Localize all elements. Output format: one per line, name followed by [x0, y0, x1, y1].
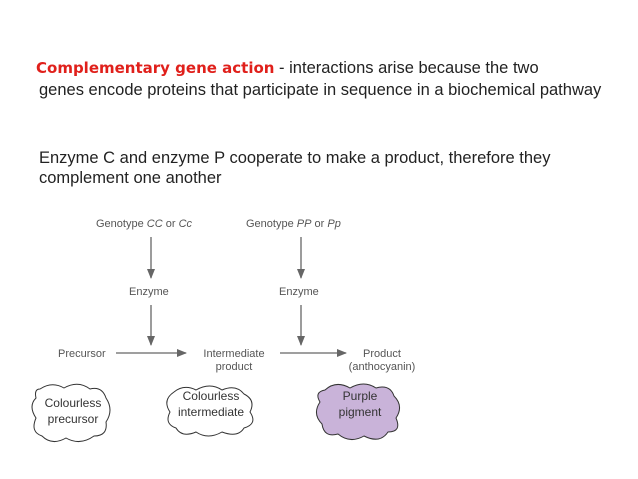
- enzyme-right-label: Enzyme: [279, 286, 319, 298]
- intermediate-label-line1: Intermediate: [203, 348, 264, 360]
- blob-colourless-precursor: [31, 383, 111, 442]
- blob-middle-line2: intermediate: [177, 405, 245, 419]
- blob-colourless-intermediate: [166, 385, 254, 437]
- definition-term: Complementary gene action: [36, 59, 275, 77]
- precursor-label: Precursor: [58, 348, 106, 360]
- genotype-p-label: Genotype PP or Pp: [246, 218, 341, 230]
- blob-label-colourless-precursor: Colourless precursor: [34, 395, 112, 427]
- enzyme-statement: Enzyme C and enzyme P cooperate to make …: [39, 149, 551, 187]
- blob-right-line2: pigment: [338, 405, 382, 419]
- definition-rest: genes encode proteins that participate i…: [39, 81, 602, 99]
- definition-first-line: Complementary gene action - interactions…: [36, 58, 626, 78]
- product-label-line2: (anthocyanin): [349, 361, 416, 373]
- blob-label-colourless-intermediate: Colourless intermediate: [168, 388, 254, 420]
- intermediate-label-line2: product: [216, 361, 253, 373]
- definition-dash: -: [274, 59, 290, 77]
- blob-right-line1: Purple: [342, 389, 378, 403]
- blob-label-purple-pigment: Purple pigment: [320, 388, 400, 420]
- definition-lead: interactions arise because the two: [289, 59, 539, 77]
- blob-middle-line1: Colourless: [182, 389, 240, 403]
- product-label-line1: Product: [363, 348, 401, 360]
- genotype-c-label: Genotype CC or Cc: [96, 218, 193, 230]
- blob-purple-pigment: [316, 383, 400, 440]
- enzyme-left-label: Enzyme: [129, 286, 169, 298]
- blob-left-line1: Colourless: [44, 396, 102, 410]
- blob-left-line2: precursor: [47, 412, 99, 426]
